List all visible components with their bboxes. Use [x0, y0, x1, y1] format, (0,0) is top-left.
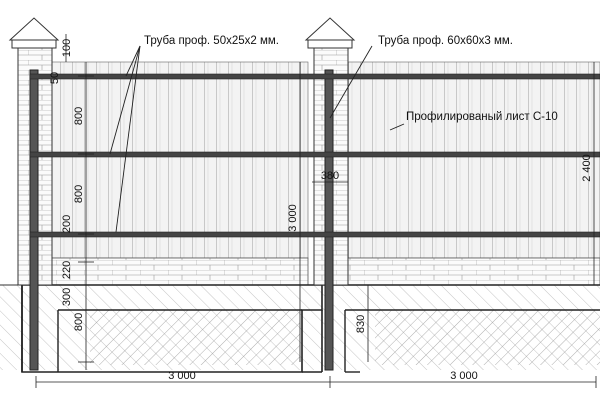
dim-800-middle: 800 — [73, 185, 85, 203]
profiled-sheet — [49, 61, 600, 259]
callout-pipe-small: Труба проф. 50x25x2 мм. — [144, 35, 279, 47]
dim-50: 50 — [49, 72, 61, 84]
dim-800-upper: 800 — [73, 107, 85, 125]
dim-2400: 2 400 — [581, 154, 593, 182]
rails — [29, 73, 600, 238]
callout-pipe-large: Труба проф. 60x60x3 мм. — [378, 35, 513, 47]
steel-posts — [29, 69, 334, 371]
dim-3000-height: 3 000 — [287, 204, 299, 232]
dim-800-lower: 800 — [73, 313, 85, 331]
dim-380: 380 — [321, 170, 339, 182]
dim-300: 300 — [61, 288, 73, 306]
dim-200: 200 — [61, 215, 73, 233]
dim-830: 830 — [355, 315, 367, 333]
dim-100: 100 — [61, 39, 73, 57]
dimension-lines — [35, 34, 597, 388]
dim-3000-span-right: 3 000 — [450, 370, 478, 382]
leader-lines — [109, 45, 405, 233]
dim-220: 220 — [61, 261, 73, 279]
brick-plinth — [49, 257, 600, 286]
dim-3000-span-left: 3 000 — [168, 370, 196, 382]
callout-sheet: Профилированый лист С-10 — [406, 111, 558, 123]
